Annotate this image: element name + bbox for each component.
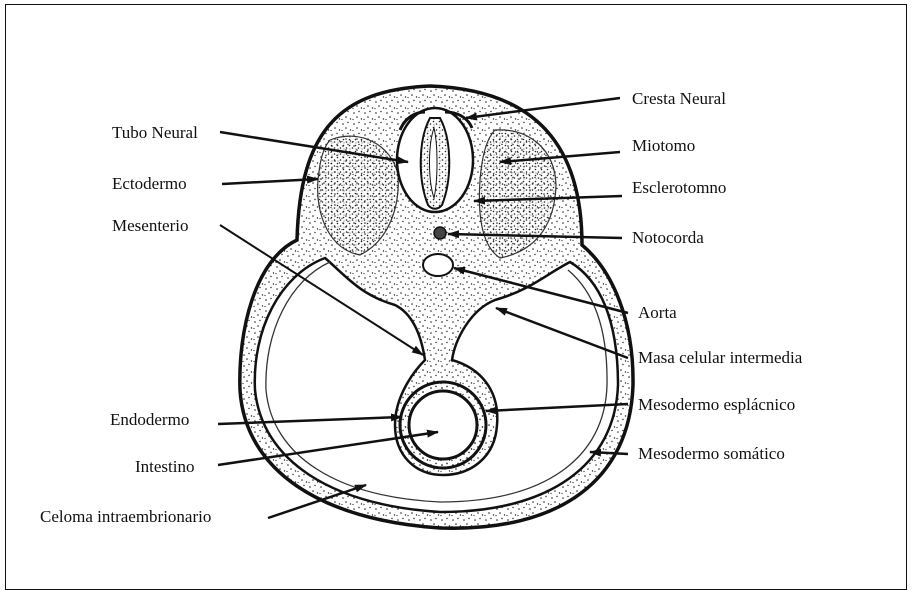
label-mesodermo-esplacnico: Mesodermo esplácnico (638, 395, 795, 414)
label-cresta-neural: Cresta Neural (632, 89, 726, 108)
notochord (434, 227, 446, 239)
label-masa-celular: Masa celular intermedia (638, 348, 803, 367)
label-mesodermo-somatico: Mesodermo somático (638, 444, 785, 463)
label-miotomo: Miotomo (632, 136, 695, 155)
label-tubo-neural: Tubo Neural (112, 123, 198, 142)
label-esclerotomo: Esclerotomno (632, 178, 726, 197)
label-mesenterio: Mesenterio (112, 216, 188, 235)
label-notocorda: Notocorda (632, 228, 704, 247)
label-celoma: Celoma intraembrionario (40, 507, 211, 526)
label-endodermo: Endodermo (110, 410, 189, 429)
label-aorta: Aorta (638, 303, 677, 322)
aorta (423, 254, 453, 276)
gut-lumen (409, 391, 477, 459)
label-ectodermo: Ectodermo (112, 174, 187, 193)
label-intestino: Intestino (135, 457, 195, 476)
